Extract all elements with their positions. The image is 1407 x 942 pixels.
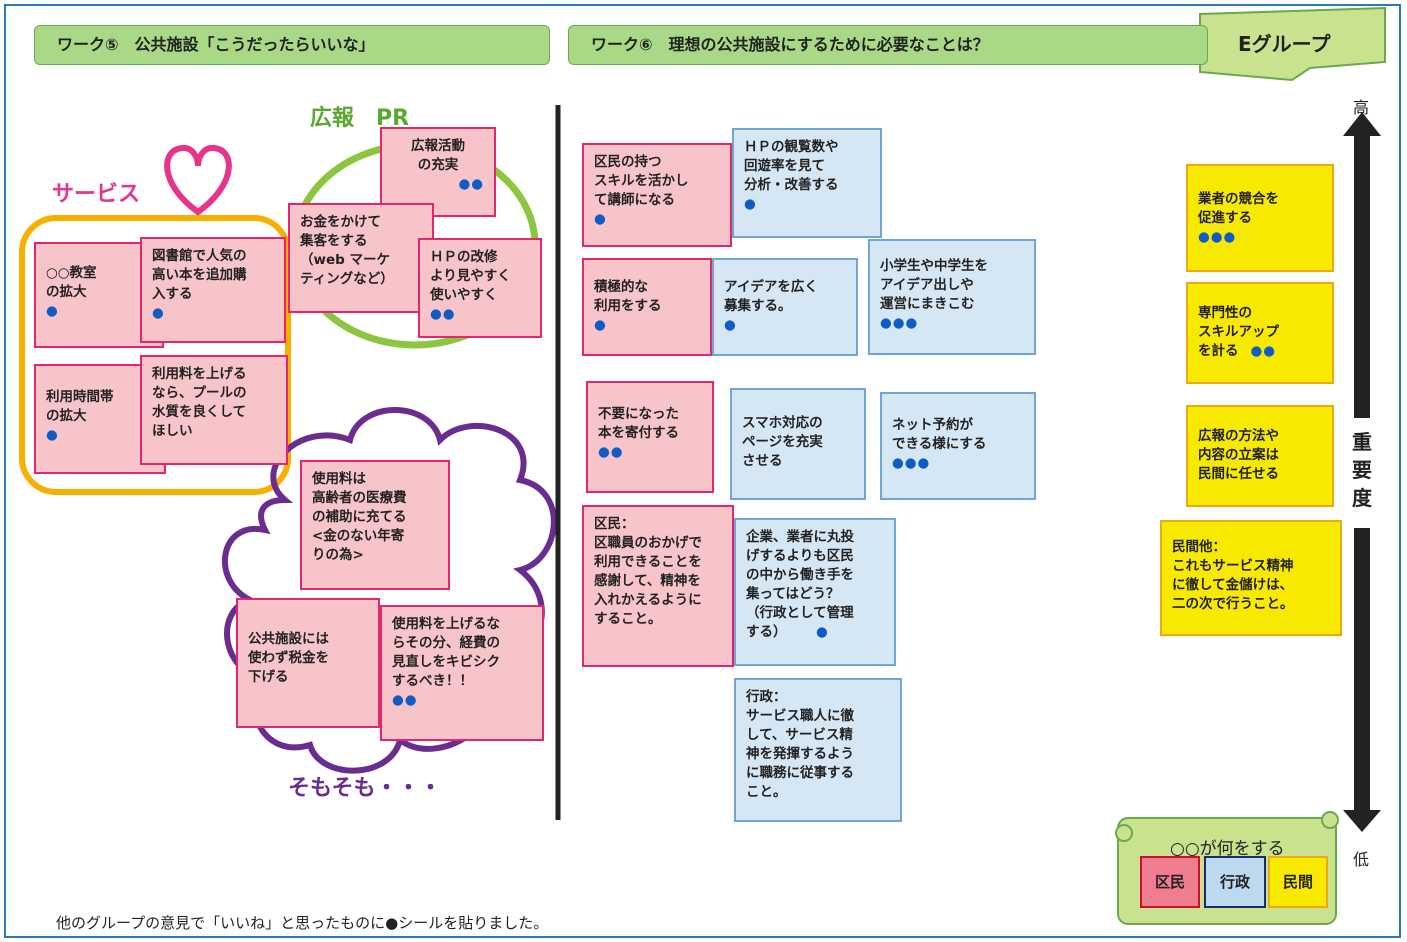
like-dots: ●: [594, 317, 607, 333]
like-dots: ●: [724, 317, 737, 333]
note-fuyou-hon: 不要になった 本を寄付する●●: [586, 381, 714, 493]
note-zeikin: 公共施設には 使わず税金を 下げる: [236, 598, 380, 728]
note-koho-houhou: 広報の方法や 内容の立案は 民間に任せる: [1186, 405, 1334, 507]
note-toshokan: 図書館で人気の 高い本を追加購 入する●: [140, 237, 286, 343]
importance-label-2: 要: [1352, 458, 1372, 482]
legend-kumin: 区民: [1140, 856, 1200, 908]
note-gyousei: 行政： サービス職人に徹 して、サービス精 神を発揮するよう に職務に従事する …: [734, 678, 902, 822]
arrow-up-head: [1343, 112, 1381, 136]
like-dots: ●●: [1250, 343, 1277, 359]
legend-title: ○○が何をする: [1170, 839, 1285, 859]
arrow-shaft-bottom: [1354, 528, 1370, 812]
work6-header: ワーク⑥ 理想の公共施設にするために必要なことは？: [568, 25, 1208, 65]
note-hp-kaiseki: ＨＰの観覧数や 回遊率を見て 分析・改善する●: [732, 128, 882, 238]
like-dots: ●●: [430, 306, 456, 322]
note-shogakusei: 小学生や中学生を アイデア出しや 運営にまきこむ●●●: [868, 239, 1036, 355]
heart-icon: [164, 144, 232, 216]
like-dots: ●: [152, 305, 165, 321]
note-hp-kaishu: ＨＰの改修 より見やすく 使いやすく●●: [418, 238, 542, 338]
note-okane: お金をかけて 集客をする （web マーケ ティングなど）: [288, 203, 434, 313]
note-minkan: 民間他： これもサービス精神 に徹して金儲けは、 二の次で行うこと。: [1160, 520, 1342, 636]
page-frame: [4, 4, 1401, 938]
like-dots: ●●: [458, 176, 484, 192]
scale-low-label: 低: [1353, 850, 1370, 869]
note-riyouryou-pool: 利用料を上げる なら、プールの 水質を良くして ほしい: [140, 355, 288, 465]
group-label: Eグループ: [1238, 32, 1331, 56]
note-kigyou: 企業、業者に丸投 げするよりも区民 の中から働き手を 集ってはどう？ （行政とし…: [734, 518, 896, 666]
koho-label: 広報 PR: [310, 106, 410, 131]
scale-high-label: 高: [1353, 98, 1370, 117]
note-sekkyoku: 積極的な 利用をする●: [582, 258, 712, 356]
group-banner: [1199, 6, 1386, 82]
arrow-shaft-top: [1354, 134, 1370, 418]
like-dots: ●●●: [1198, 229, 1237, 245]
like-dots: ●: [816, 624, 829, 640]
like-dots: ●●●: [880, 315, 919, 331]
note-net-yoyaku: ネット予約が できる様にする●●●: [880, 392, 1036, 500]
like-dots: ●: [46, 427, 59, 443]
note-kyougou: 業者の競合を 促進する●●●: [1186, 164, 1334, 272]
note-senmonsei: 専門性の スキルアップ を計る●●: [1186, 282, 1334, 384]
like-dots: ●: [594, 211, 607, 227]
legend-gyousei: 行政: [1204, 856, 1266, 908]
service-frame: [19, 215, 291, 495]
like-dots: ●●: [598, 444, 624, 460]
importance-label-3: 度: [1352, 486, 1372, 510]
note-smartphone: スマホ対応の ページを充実 させる: [730, 388, 866, 500]
note-kumin-skill: 区民の持つ スキルを活かし て講師になる●: [582, 143, 732, 247]
work5-header: ワーク⑤ 公共施設「こうだったらいいな」: [34, 25, 550, 65]
service-label: サービス: [52, 182, 141, 207]
note-koho-katsudo: 広報活動 の充実●●: [380, 127, 496, 217]
like-dots: ●: [744, 196, 757, 212]
note-iryouhi: 使用料は 高齢者の医療費 の補助に充てる <金のない年寄 りの為>: [300, 460, 450, 590]
legend-minkan: 民間: [1268, 856, 1328, 908]
note-keihi: 使用料を上げるな らその分、経費の 見直しをキビシク するべき！！●●: [380, 605, 544, 741]
arrow-down-head: [1343, 810, 1381, 832]
like-dots: ●●: [392, 692, 418, 708]
note-idea: アイデアを広く 募集する。●: [712, 258, 858, 356]
like-dots: ●●●: [892, 455, 931, 471]
importance-label-1: 重: [1352, 430, 1372, 454]
note-kumin-kansha: 区民： 区職員のおかげで 利用できることを 感謝して、精神を 入れかえるように …: [582, 505, 734, 667]
footer-note: 他のグループの意見で「いいね」と思ったものに●シールを貼りました。: [56, 914, 549, 932]
somosomo-label: そもそも・・・: [288, 776, 442, 801]
like-dots: ●: [46, 303, 59, 319]
